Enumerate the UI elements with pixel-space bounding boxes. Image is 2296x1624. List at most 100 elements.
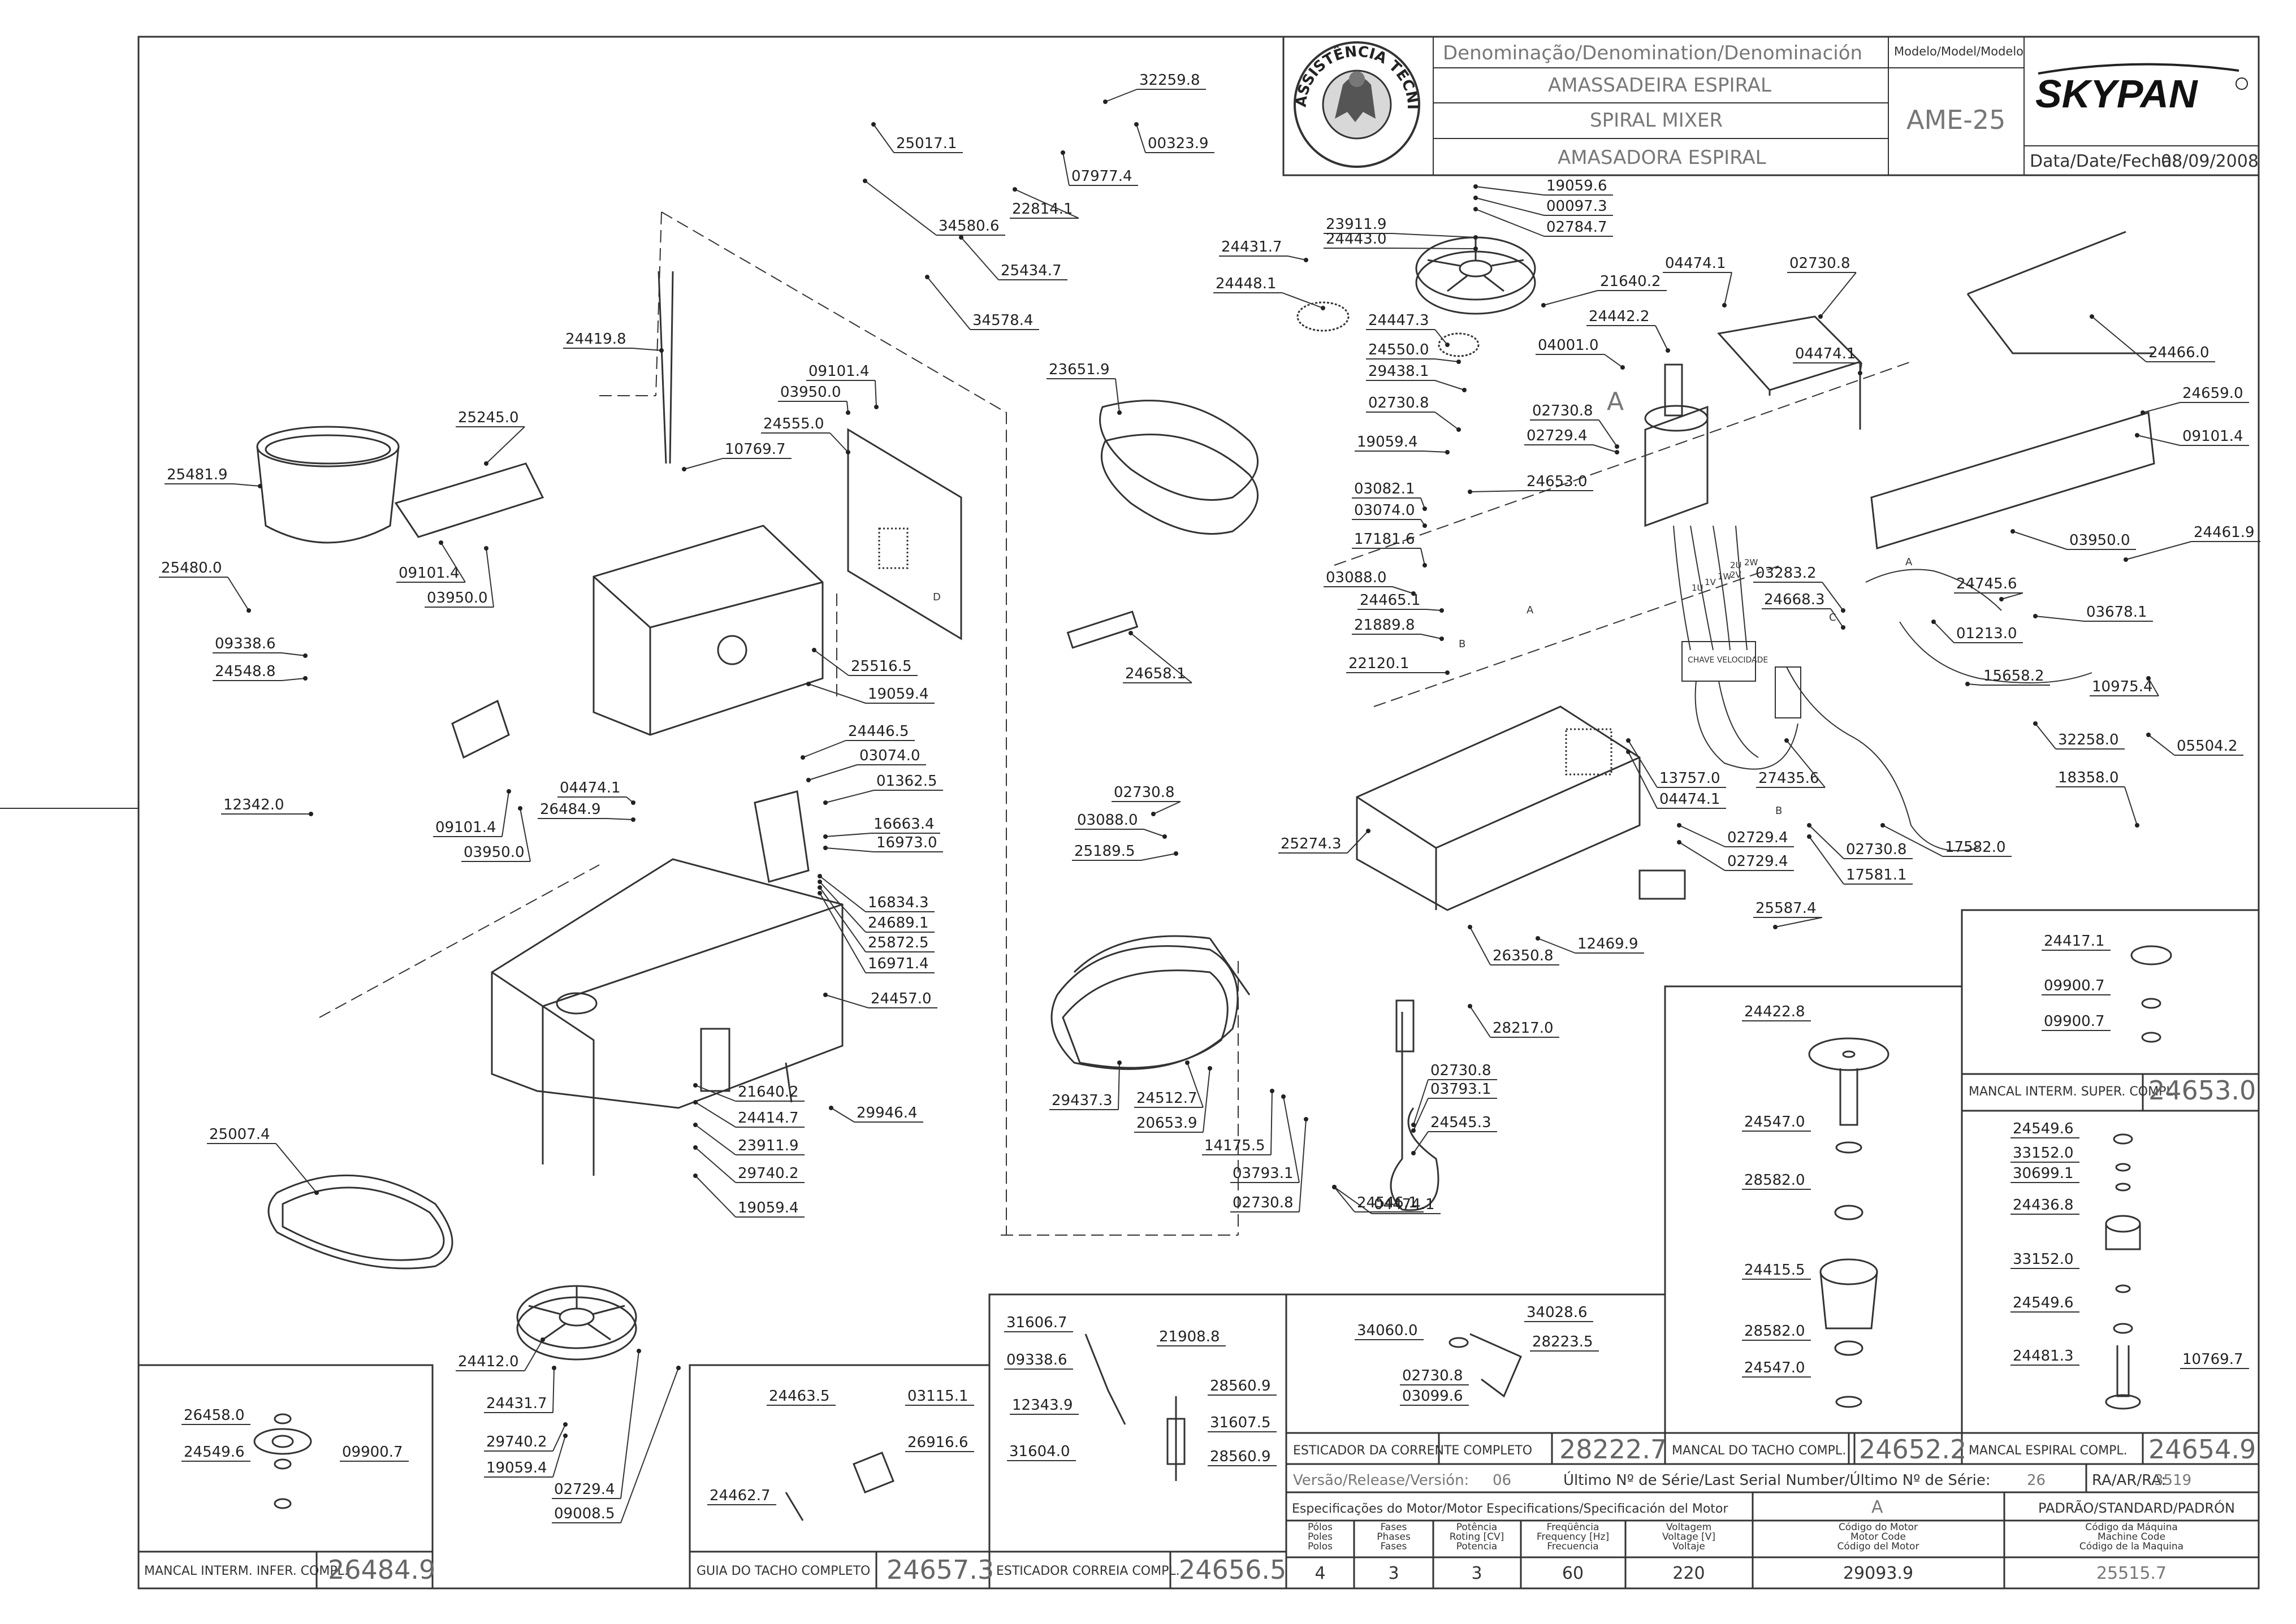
- part-number: 04474.1: [560, 779, 621, 796]
- part-number: 28582.0: [1744, 1323, 1805, 1340]
- column-value: 29093.9: [1843, 1564, 1913, 1583]
- part-number: 09101.4: [399, 565, 460, 582]
- leader-dot: [693, 1145, 698, 1150]
- part-number: 25274.3: [1281, 835, 1342, 852]
- part-callout: 29437.3: [1049, 1060, 1122, 1110]
- part-callout: 24443.0: [1324, 231, 1478, 251]
- part-callout: 24745.6: [1954, 575, 2023, 601]
- column-value: 4: [1315, 1564, 1325, 1583]
- leader-dot: [1462, 388, 1467, 392]
- wire-label: 1U: [1692, 583, 1703, 593]
- part-callout: 25516.5: [812, 648, 918, 676]
- column-value: 3: [1471, 1564, 1482, 1583]
- part-number: 09101.4: [435, 819, 496, 836]
- seal-text: ASSISTÊNCIA TÉCNICA AUTORIZADA: [0, 0, 1421, 110]
- part-number: 25007.4: [209, 1126, 270, 1143]
- part-number: 09900.7: [2044, 1013, 2105, 1030]
- part-number: 03950.0: [2069, 532, 2130, 549]
- part-number: 24461.9: [2194, 524, 2255, 541]
- leader-dot: [676, 1366, 681, 1370]
- leader-dot: [2033, 721, 2038, 726]
- part-number: 09008.5: [554, 1505, 615, 1522]
- column-value: 3: [1388, 1564, 1399, 1583]
- leader-dot: [1473, 207, 1478, 211]
- part-number: 34578.4: [972, 312, 1034, 329]
- part-number: 32259.8: [1139, 72, 1200, 89]
- part-number: 12469.9: [1577, 936, 1638, 952]
- part-number: 28560.9: [1210, 1378, 1271, 1395]
- subassembly-texts: MANCAL INTERM. INFER. COMPL.26484.926458…: [144, 933, 2256, 1585]
- part-callout: 02784.7: [1473, 207, 1613, 237]
- part-number: 31606.7: [1006, 1314, 1067, 1331]
- part-number: 24412.0: [458, 1353, 519, 1370]
- part-callout: 29438.1: [1366, 363, 1467, 392]
- reference-mark-b: B: [1459, 638, 1465, 650]
- part-number: 03283.2: [1755, 565, 1817, 582]
- part-callout: 09101.4: [433, 789, 511, 837]
- part-callout: 29946.4: [829, 1105, 923, 1123]
- part-number: 24443.0: [1326, 231, 1387, 248]
- part-number: 24431.7: [1221, 239, 1282, 255]
- standard-header: PADRÃO/STANDARD/PADRÓN: [2038, 1499, 2235, 1516]
- subassembly-label: GUIA DO TACHO COMPLETO: [697, 1564, 870, 1578]
- part-callout: 23911.9: [1324, 216, 1478, 240]
- part-number: 24658.1: [1125, 665, 1186, 682]
- leader-dot: [693, 1083, 698, 1088]
- part-number: 29740.2: [738, 1165, 799, 1182]
- part-callout: 02730.8: [1230, 1117, 1308, 1212]
- part-number: 25516.5: [851, 658, 912, 675]
- brand-name: SKYPAN: [2035, 72, 2198, 116]
- part-callout: 12469.9: [1536, 936, 1644, 954]
- leader-dot: [1722, 303, 1727, 308]
- part-number: 03950.0: [780, 384, 841, 401]
- leader-dot: [303, 676, 308, 681]
- part-number: 09338.6: [215, 635, 276, 652]
- leader-dot: [2135, 433, 2139, 438]
- leader-dot: [1999, 597, 2004, 601]
- leader-dot: [1626, 750, 1631, 754]
- leader-dot: [1422, 563, 1427, 568]
- part-callout: 04001.0: [1536, 337, 1625, 370]
- part-callout: 02729.4: [552, 1349, 641, 1499]
- part-number: 17582.0: [1945, 839, 2006, 856]
- part-callout: 02729.4: [1524, 427, 1619, 454]
- column-header: Machine Code: [2098, 1531, 2165, 1543]
- column-header: Freqüência: [1547, 1522, 1599, 1533]
- part-callout: 25007.4: [207, 1126, 319, 1195]
- part-number: 19059.4: [868, 686, 929, 703]
- leader-dot: [2146, 676, 2151, 681]
- part-callout: 03950.0: [2010, 529, 2136, 550]
- column-header: Código de la Maquina: [2079, 1541, 2183, 1552]
- part-number: 22120.1: [1348, 655, 1409, 672]
- part-number: 24462.7: [710, 1487, 771, 1504]
- skypan-logo: SKYPAN: [2035, 63, 2248, 116]
- part-callout: 00323.9: [1134, 122, 1214, 153]
- product-name-pt: AMASSADEIRA ESPIRAL: [1548, 74, 1771, 97]
- leader-dot: [1536, 936, 1540, 941]
- subassembly-24656.5: ESTICADOR CORREIA COMPL.24656.531606.721…: [996, 1314, 1286, 1585]
- part-number: 24653.0: [1527, 473, 1588, 490]
- part-number: 02730.8: [1402, 1367, 1463, 1384]
- leader-dot: [1162, 834, 1167, 839]
- leader-dot: [823, 993, 828, 997]
- leader-dot: [1818, 314, 1823, 319]
- leader-dot: [484, 546, 488, 551]
- part-callout: 32259.8: [1103, 72, 1206, 104]
- leader-dot: [693, 1100, 698, 1105]
- date-label: Data/Date/Fecha:: [2030, 151, 2178, 171]
- column-header: Voltage [V]: [1662, 1531, 1715, 1543]
- part-number: 16834.3: [868, 894, 929, 911]
- leader-dot: [823, 846, 828, 850]
- part-number: 25480.0: [161, 560, 222, 577]
- part-callout: 21640.2: [693, 1083, 805, 1102]
- part-callout: 25274.3: [1278, 829, 1370, 854]
- part-number: 04474.1: [1659, 791, 1720, 808]
- part-number: 02730.8: [1430, 1062, 1491, 1079]
- leader-dot: [1620, 365, 1625, 370]
- part-number: 12342.0: [223, 796, 284, 813]
- leader-dot: [563, 1434, 568, 1438]
- leader-dot: [812, 648, 816, 652]
